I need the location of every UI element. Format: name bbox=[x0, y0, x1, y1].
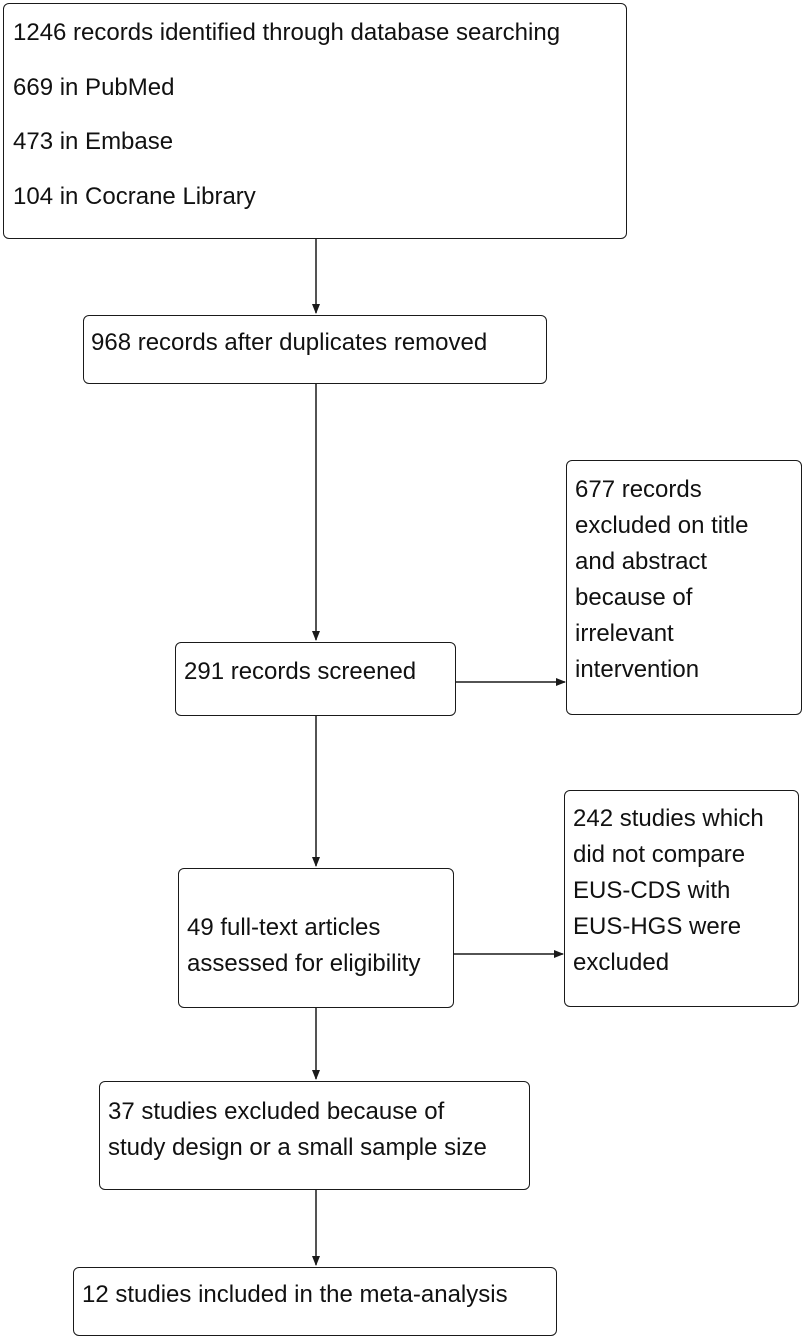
included-line-1: 12 studies included in the meta-analysis bbox=[82, 1281, 508, 1308]
duplicates-removed-box: 968 records after duplicates removed bbox=[83, 315, 547, 384]
identification-line-2: 669 in PubMed bbox=[13, 74, 175, 101]
screened-box: 291 records screened bbox=[175, 642, 456, 716]
excluded-title-abstract-box: 677 records excluded on title and abstra… bbox=[566, 460, 802, 715]
excluded-not-compared-line-4: EUS-HGS were bbox=[573, 913, 742, 940]
full-text-box: 49 full-text articles assessed for eligi… bbox=[178, 868, 454, 1008]
excluded-not-compared-line-1: 242 studies which bbox=[573, 805, 764, 832]
identification-line-1: 1246 records identified through database… bbox=[13, 19, 561, 46]
excluded-title-abstract-line-4: because of bbox=[575, 584, 693, 611]
identification-box: 1246 records identified through database… bbox=[3, 3, 627, 239]
excluded-design-line-1: 37 studies excluded because of bbox=[108, 1098, 445, 1125]
full-text-line-2: assessed for eligibility bbox=[187, 950, 421, 977]
excluded-design-box: 37 studies excluded because of study des… bbox=[99, 1081, 530, 1190]
duplicates-removed-line-1: 968 records after duplicates removed bbox=[91, 329, 488, 356]
excluded-title-abstract-line-6: intervention bbox=[575, 656, 700, 683]
excluded-not-compared-line-3: EUS-CDS with bbox=[573, 877, 731, 904]
excluded-title-abstract-line-1: 677 records bbox=[575, 476, 702, 503]
excluded-title-abstract-line-2: excluded on title bbox=[575, 512, 749, 539]
excluded-not-compared-line-2: did not compare bbox=[573, 841, 746, 868]
screened-line-1: 291 records screened bbox=[184, 658, 417, 685]
identification-line-3: 473 in Embase bbox=[13, 128, 174, 155]
excluded-title-abstract-line-3: and abstract bbox=[575, 548, 708, 575]
excluded-design-line-2: study design or a small sample size bbox=[108, 1134, 487, 1161]
full-text-line-1: 49 full-text articles bbox=[187, 914, 381, 941]
excluded-title-abstract-line-5: irrelevant bbox=[575, 620, 674, 647]
included-box: 12 studies included in the meta-analysis bbox=[73, 1267, 557, 1336]
excluded-not-compared-box: 242 studies which did not compare EUS-CD… bbox=[564, 790, 799, 1007]
excluded-not-compared-line-5: excluded bbox=[573, 949, 670, 976]
identification-line-4: 104 in Cocrane Library bbox=[13, 183, 256, 210]
